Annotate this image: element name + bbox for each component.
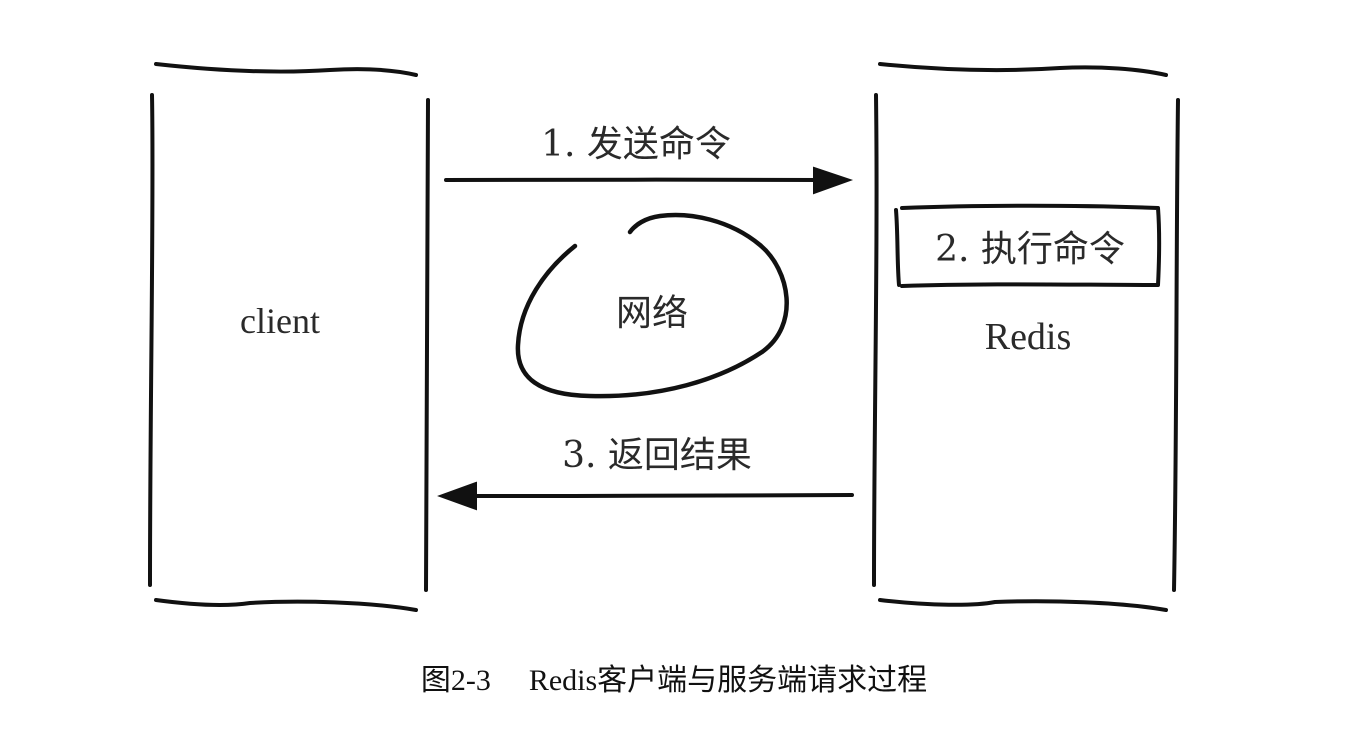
redis-right-edge	[1172, 98, 1180, 592]
client-node: client	[148, 62, 430, 612]
redis-left-edge	[872, 93, 879, 587]
execute-box-outline	[894, 203, 1162, 288]
send-command-edge: 1. 发送命令	[444, 124, 854, 195]
figure-number: 图2-3	[420, 664, 491, 697]
network-cloud: 网络	[515, 212, 789, 399]
send-command-label: 1. 发送命令	[541, 124, 731, 165]
network-loop	[515, 212, 789, 399]
client-right-edge	[424, 98, 430, 592]
execute-command-label: 2. 执行命令	[935, 229, 1125, 270]
redis-label: Redis	[985, 316, 1072, 358]
return-result-label: 3. 返回结果	[562, 435, 752, 476]
client-top-edge	[154, 62, 418, 77]
redis-node: 2. 执行命令 Redis	[872, 62, 1180, 612]
client-left-edge	[148, 93, 155, 587]
figure-caption-text: Redis客户端与服务端请求过程	[528, 664, 928, 697]
redis-bottom-edge	[878, 598, 1168, 612]
redis-top-edge	[878, 62, 1168, 77]
return-arrow-head	[437, 481, 477, 511]
return-result-edge: 3. 返回结果	[437, 435, 854, 511]
send-arrow-head	[813, 166, 854, 195]
client-label: client	[240, 301, 320, 341]
network-label: 网络	[616, 293, 688, 334]
execute-command-box: 2. 执行命令	[894, 203, 1162, 288]
return-arrow-line	[468, 493, 854, 498]
client-bottom-edge	[154, 598, 418, 612]
figure-caption: 图2-3 Redis客户端与服务端请求过程	[0, 655, 1348, 699]
